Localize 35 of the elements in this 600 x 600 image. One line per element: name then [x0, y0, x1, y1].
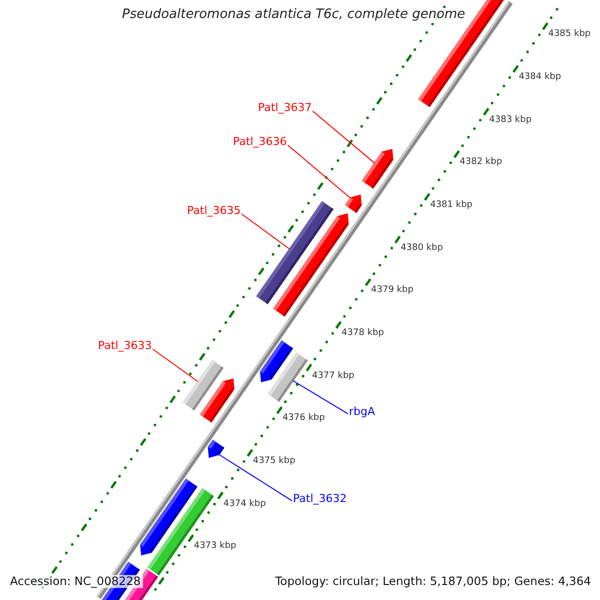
- leader-line: [218, 454, 292, 502]
- scale-label: 4375 kbp: [252, 456, 296, 466]
- gene-feature-pointed: [200, 378, 234, 422]
- scale-label: 4382 kbp: [460, 157, 502, 168]
- leader-line: [287, 144, 351, 199]
- scale-label: 4377 kbp: [312, 370, 354, 381]
- gene-feature: [148, 488, 214, 576]
- info-text: Accession: NC_008228: [8, 575, 143, 588]
- gene-label: Patl_3635: [187, 205, 241, 218]
- scale-label: 4376 kbp: [282, 413, 325, 424]
- gene-label: Patl_3633: [98, 340, 152, 353]
- scale-label: 4374 kbp: [223, 498, 266, 509]
- scale-label: 4378 kbp: [342, 328, 384, 338]
- scale-label: 4380 kbp: [400, 242, 443, 253]
- gene-feature: [268, 352, 308, 402]
- scale-label: 4383 kbp: [489, 114, 532, 125]
- info-text: Topology: circular; Length: 5,187,005 bp; Genes: 4,364: [275, 575, 591, 588]
- gene-feature-pointed: [362, 148, 394, 189]
- gene-label: Patl_3632: [293, 493, 347, 506]
- gene-feature-pointed: [344, 194, 362, 213]
- gene-label: Patl_3637: [258, 102, 312, 115]
- leader-line: [312, 110, 376, 164]
- scale-label: 4385 kbp: [548, 29, 591, 40]
- gene-label: rbgA: [349, 406, 376, 419]
- scale-label: 4381 kbp: [430, 200, 473, 210]
- leader-line: [152, 348, 198, 382]
- leader-line: [241, 214, 290, 250]
- scale-label: 4379 kbp: [371, 285, 414, 296]
- leader-line: [292, 380, 348, 414]
- gene-feature-pointed: [273, 213, 349, 317]
- scale-label: 4373 kbp: [194, 541, 236, 552]
- gene-feature-pointed: [208, 440, 224, 458]
- gene-label: Patl_3636: [233, 136, 287, 149]
- scale-label: 4384 kbp: [518, 72, 562, 82]
- diagram-title: Pseudoalteromonas atlantica T6c, complete genome: [120, 8, 468, 23]
